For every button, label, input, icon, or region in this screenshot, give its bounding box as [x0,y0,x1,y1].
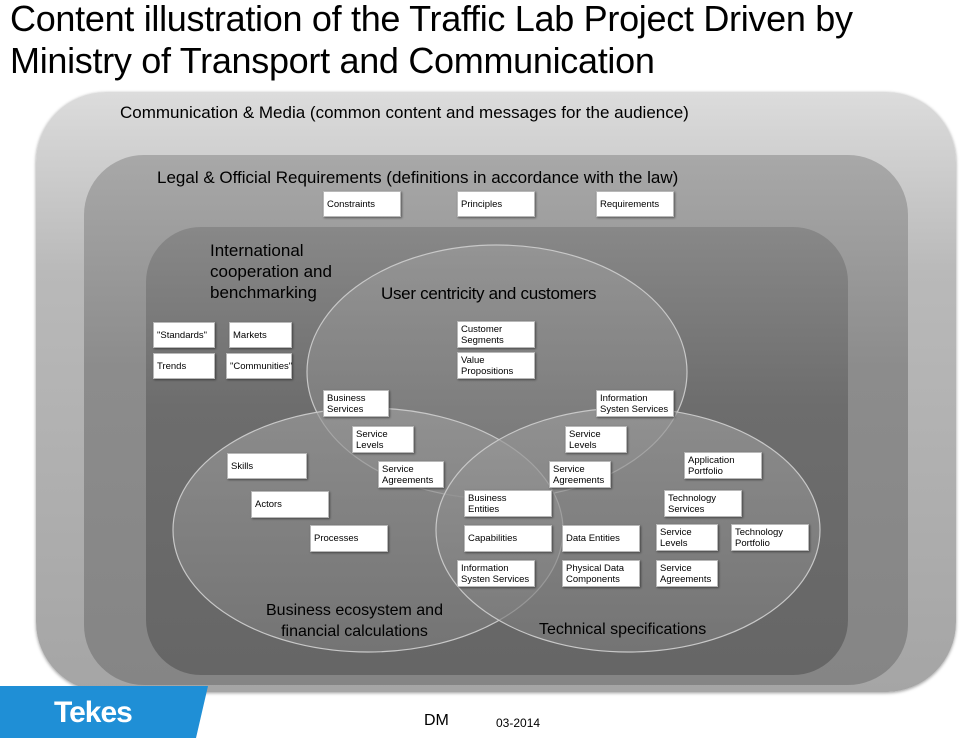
standards-box: "Standards" [153,322,215,348]
business-services-box: Business Services [323,390,389,417]
service-levels-box: Service Levels [352,426,414,453]
capabilities-box: Capabilities [464,525,552,552]
application-portfolio-box: Application Portfolio [684,452,762,479]
svg-text:Tekes: Tekes [54,696,132,729]
intl-label-line-3: benchmarking [210,283,317,302]
international-cooperation-label: International cooperation and benchmarki… [210,240,332,303]
actors-box: Actors [251,491,329,518]
trends-box: Trends [153,353,215,379]
business-label-line-1: Business ecosystem and [266,602,443,619]
skills-box: Skills [227,453,307,479]
business-label-line-2: financial calculations [281,623,428,640]
processes-box: Processes [310,525,388,552]
intl-label-line-2: cooperation and [210,262,332,281]
communities-box: "Communities" [226,353,292,379]
technical-specifications-label: Technical specifications [539,621,707,638]
technology-services-box: Technology Services [664,490,742,517]
information-systen-services-box: Information Systen Services [596,390,674,417]
intl-label-line-1: International [210,241,304,260]
user-centricity-label: User centricity and customers [381,284,597,303]
service-agreements-box: Service Agreements [378,461,444,488]
value-propositions-box: Value Propositions [457,352,535,379]
footer-date: 03-2014 [496,716,541,730]
technology-portfolio-box: Technology Portfolio [731,524,809,551]
information-systen-services-box: Information Systen Services [457,560,535,587]
tekes-logo: Tekes [0,686,208,738]
requirements-box: Requirements [596,191,674,217]
service-levels-box: Service Levels [565,426,627,453]
markets-box: Markets [229,322,292,348]
business-entities-box: Business Entities [464,490,552,517]
customer-segments-box: Customer Segments [457,321,535,348]
service-levels-box: Service Levels [656,524,718,551]
data-entities-box: Data Entities [562,525,640,552]
legal-requirements-label: Legal & Official Requirements (definitio… [157,168,679,187]
footer-author: DM [424,712,449,729]
service-agreements-box: Service Agreements [656,560,718,587]
constraints-box: Constraints [323,191,401,217]
principles-box: Principles [457,191,535,217]
business-ecosystem-label: Business ecosystem and financial calcula… [266,600,443,642]
physical-data-components-box: Physical Data Components [562,560,640,587]
slide-title: Content illustration of the Traffic Lab … [10,0,853,81]
service-agreements-box: Service Agreements [549,461,611,488]
communication-media-label: Communication & Media (common content an… [120,103,689,122]
